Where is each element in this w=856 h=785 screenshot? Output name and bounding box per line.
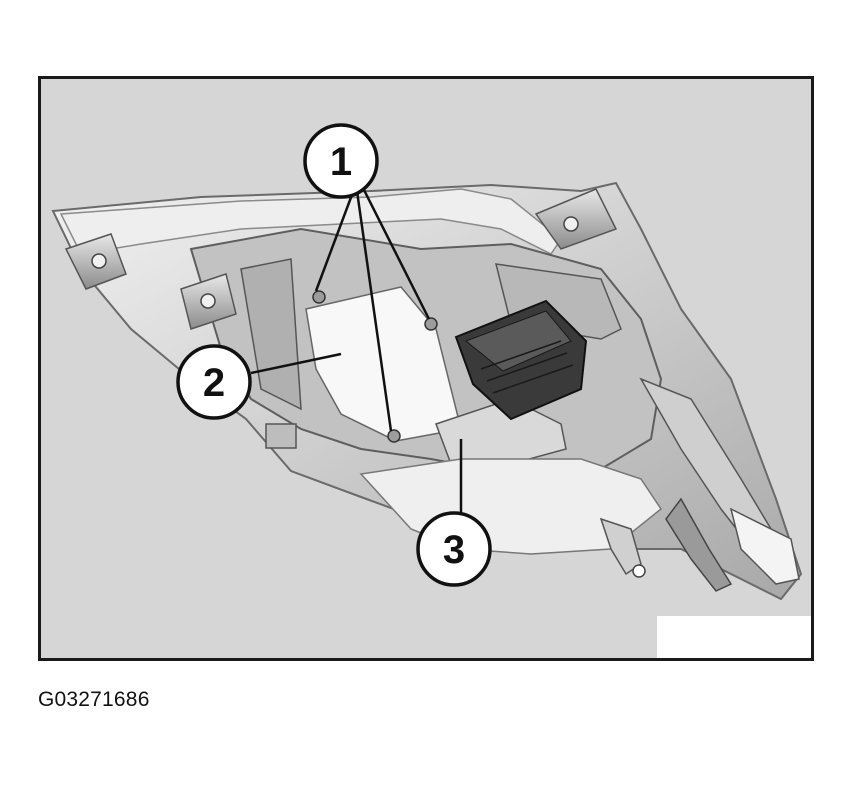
callout-3-label: 3 bbox=[443, 528, 465, 572]
screw-1c bbox=[387, 429, 401, 443]
callout-3: 3 bbox=[416, 511, 492, 587]
control-unit-2 bbox=[305, 286, 462, 442]
headlight-assembly-illustration: 1 2 3 bbox=[51, 123, 803, 601]
callout-2-label: 2 bbox=[203, 361, 225, 405]
callout-1: 1 bbox=[303, 123, 379, 199]
screw-1a bbox=[312, 290, 326, 304]
figure-id: G03271686 bbox=[38, 688, 150, 711]
callout-2: 2 bbox=[176, 344, 252, 420]
corner-patch bbox=[657, 616, 811, 658]
diagram-frame: 1 2 3 bbox=[38, 76, 814, 661]
screw-1b bbox=[424, 317, 438, 331]
callout-1-label: 1 bbox=[330, 140, 352, 184]
lens-edge bbox=[59, 188, 563, 255]
leader-lines bbox=[250, 183, 463, 525]
